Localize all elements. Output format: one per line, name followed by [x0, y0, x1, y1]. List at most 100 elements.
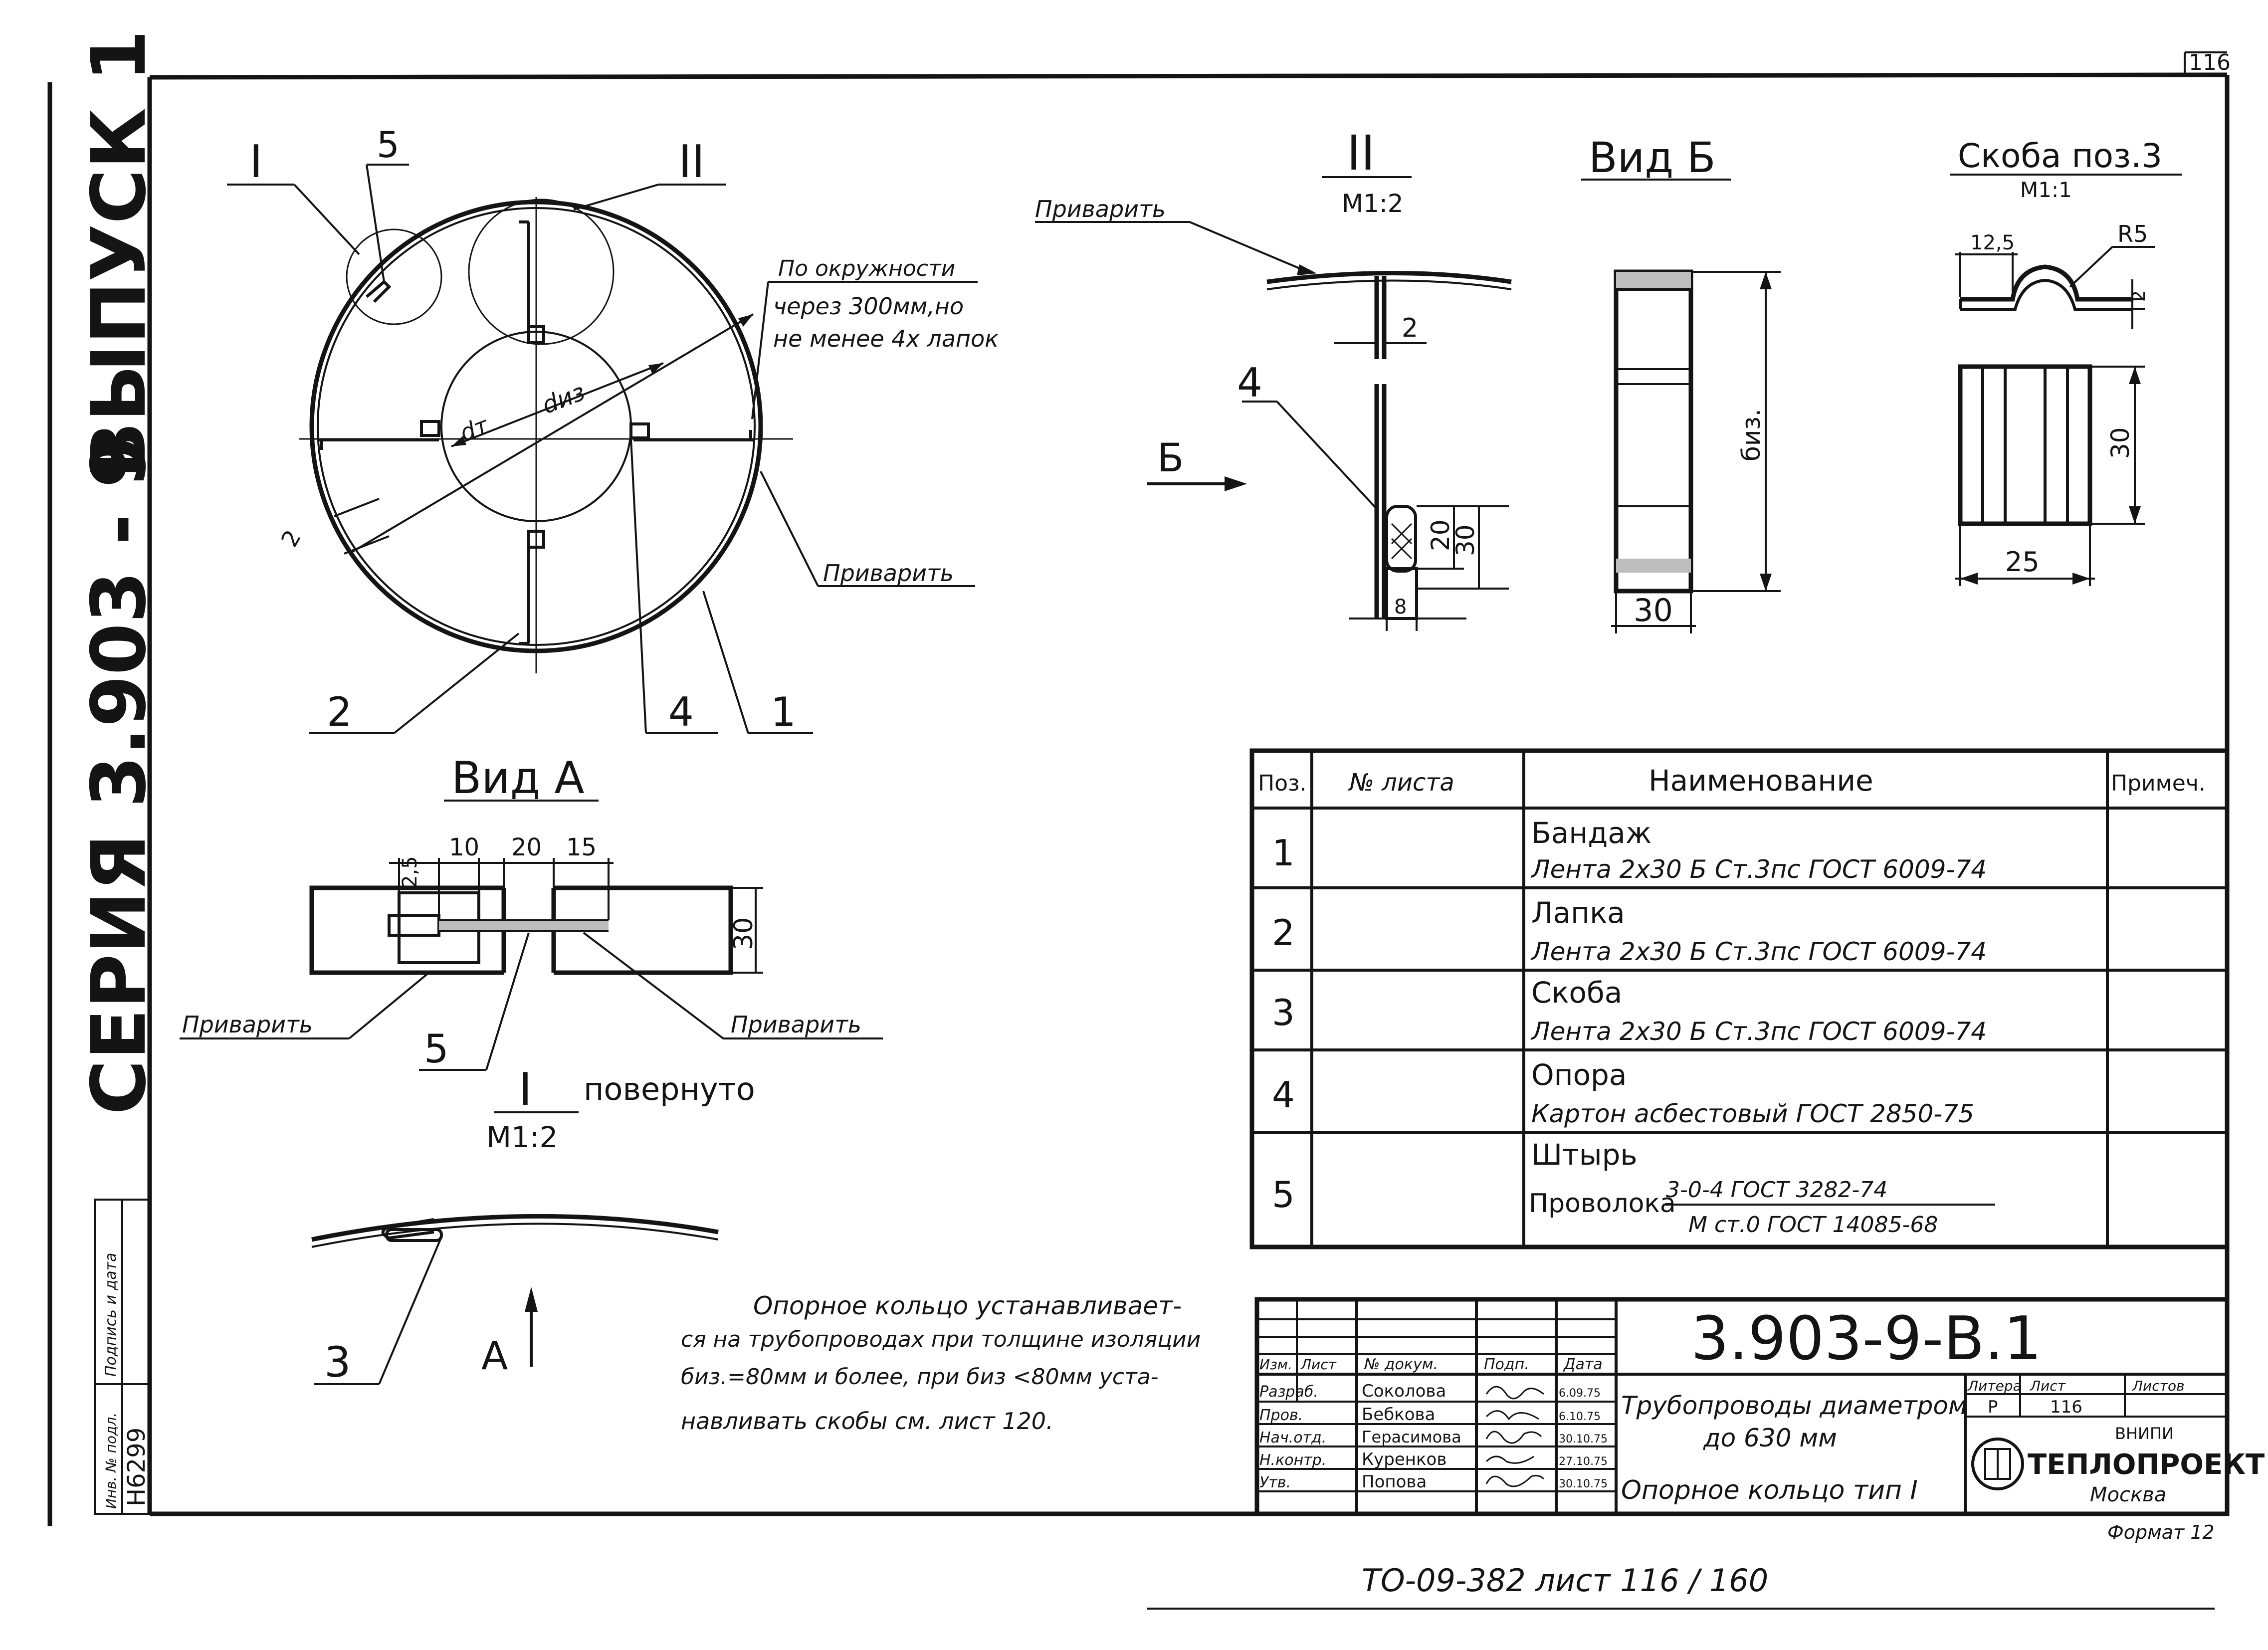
tb-head-izm: Изм.	[1259, 1356, 1292, 1373]
ring-pos-4: 4	[668, 689, 694, 735]
ring-note-line1: По окружности	[778, 256, 955, 281]
note-line1: Опорное кольцо устанавливает-	[753, 1291, 1182, 1320]
spec-row-1-pos: 1	[1272, 832, 1295, 874]
bracket-title: Скоба поз.3	[1958, 137, 2162, 175]
tb-role-5: Утв.	[1259, 1474, 1291, 1491]
tb-org-top: ВНИПИ	[2115, 1424, 2174, 1443]
title-block: Литера Лист Листов Р 116 Изм. Лист № док…	[1254, 1297, 2265, 1516]
tb-role-3: Нач.отд.	[1259, 1429, 1326, 1446]
view-B: Вид Б биз. 30	[1581, 133, 1781, 633]
view-A-pos-5: 5	[424, 1027, 449, 1072]
detail-I-scale: М1:2	[486, 1120, 558, 1154]
tb-name-line3: Опорное кольцо тип I	[1621, 1475, 1918, 1505]
tb-city: Москва	[2090, 1483, 2166, 1506]
spec-row-3-pos: 3	[1272, 992, 1295, 1033]
detail-II-dim-20: 20	[1426, 519, 1455, 551]
tb-org: ТЕПЛОПРОЕКТ	[2028, 1448, 2265, 1481]
bracket-dim-R5: R5	[2117, 220, 2148, 247]
view-A-dim-30: 30	[729, 917, 759, 950]
installation-note: Опорное кольцо устанавливает- ся на труб…	[681, 1291, 1201, 1435]
tb-date-4: 27.10.75	[1559, 1455, 1608, 1468]
detail-II-weld: Приварить	[1035, 196, 1166, 222]
ring-note-line2: через 300мм,но	[773, 293, 964, 320]
spec-row-2-pos: 2	[1272, 912, 1295, 954]
tb-name-2: Бебкова	[1362, 1405, 1435, 1425]
tb-col-litera: Литера	[1967, 1378, 2022, 1394]
detail-II-dim-8: 8	[1394, 596, 1407, 619]
spec-header-sheet: № листа	[1348, 769, 1454, 797]
detail-II-scale: М1:2	[1342, 189, 1404, 218]
ring-weld-label: Приварить	[823, 560, 954, 587]
ring-pos-2: 2	[327, 689, 352, 735]
tb-litera: Р	[1988, 1397, 1998, 1417]
tb-role-2: Пров.	[1259, 1407, 1303, 1424]
spec-row-2-name: Лапка	[1531, 896, 1625, 930]
detail-I-title: I	[519, 1063, 532, 1116]
detail-II-arrow-B: Б	[1157, 436, 1184, 481]
ring-section-view: dиз dт 2 I 5 II По окружности через 300м…	[227, 124, 999, 735]
note-line4: навливать скобы см. лист 120.	[681, 1408, 1053, 1435]
tb-head-doc: № докум.	[1363, 1356, 1438, 1373]
view-B-dim-biz: биз.	[1737, 409, 1766, 461]
detail-I-pos-3: 3	[324, 1338, 351, 1387]
corner-sheet-number: 116	[2189, 50, 2231, 75]
spec-header-name: Наименование	[1649, 764, 1873, 798]
tb-head-date: Дата	[1563, 1356, 1603, 1373]
format-label: Формат 12	[2107, 1521, 2215, 1543]
detail-II-pos-4: 4	[1237, 360, 1262, 406]
spec-row-4-pos: 4	[1272, 1074, 1295, 1116]
tb-role-1: Разраб.	[1259, 1383, 1318, 1401]
bracket-dim-2: 2	[2129, 290, 2149, 302]
detail-II-title: II	[1347, 125, 1375, 181]
footer: Формат 12 ТО-09-382 лист 116 / 160	[1147, 1521, 2215, 1610]
spec-row-3-name: Скоба	[1531, 976, 1622, 1010]
tb-name-5: Попова	[1362, 1472, 1427, 1492]
tb-name-3: Герасимова	[1362, 1428, 1461, 1446]
ring-note-line3: не менее 4х лапок	[773, 325, 999, 352]
detail-I: I повернуто М1:2 3 А	[311, 1063, 755, 1387]
spec-row-1-material: Лента 2х30 Б Ст.3пс ГОСТ 6009-74	[1530, 855, 1987, 884]
spec-row-3-material: Лента 2х30 Б Ст.3пс ГОСТ 6009-74	[1530, 1017, 1987, 1046]
view-A-weld-left: Приварить	[182, 1011, 313, 1038]
ring-callout-II: II	[678, 136, 705, 188]
series-label: СЕРИЯ 3.903 - 9	[76, 436, 163, 1115]
ring-dim-2: 2	[276, 525, 306, 551]
bracket-dim-25: 25	[2005, 546, 2040, 578]
note-line3: биз.=80мм и более, при биз <80мм уста-	[681, 1364, 1159, 1390]
spec-row-5-material-prefix: Проволока	[1529, 1189, 1676, 1219]
tb-date-2: 6.10.75	[1559, 1411, 1601, 1423]
ring-callout-5: 5	[377, 124, 400, 166]
view-B-dim-30: 30	[1634, 592, 1673, 628]
bracket-detail: Скоба поз.3 М1:1 12,5 R5 2 30	[1950, 137, 2182, 586]
view-A-dim-15: 15	[566, 833, 597, 861]
tb-date-5: 30.10.75	[1559, 1478, 1608, 1490]
view-B-title: Вид Б	[1589, 133, 1716, 182]
spec-row-5-pos: 5	[1272, 1174, 1295, 1216]
spec-row-4-material: Картон асбестовый ГОСТ 2850-75	[1531, 1099, 1974, 1128]
spec-row-1-name: Бандаж	[1531, 816, 1651, 850]
tb-sheet: 116	[2050, 1397, 2082, 1417]
tb-head-list: Лист	[1300, 1356, 1337, 1373]
tb-name-1: Соколова	[1362, 1381, 1446, 1401]
spec-row-2-material: Лента 2х30 Б Ст.3пс ГОСТ 6009-74	[1530, 937, 1987, 966]
tb-role-4: Н.контр.	[1259, 1451, 1326, 1469]
stamp-inventory-number: H6299	[123, 1428, 151, 1506]
view-A-dim-20: 20	[511, 833, 542, 861]
detail-II-dim-30: 30	[1451, 524, 1480, 556]
spec-header-pos: Поз.	[1258, 771, 1306, 796]
spec-row-5-material-top: 3-0-4 ГОСТ 3282-74	[1666, 1177, 1887, 1203]
tb-name-line1: Трубопроводы диаметром	[1621, 1391, 1967, 1420]
detail-I-title-suffix: повернуто	[584, 1071, 755, 1107]
detail-I-arrow-A: А	[481, 1334, 508, 1379]
spec-row-4-name: Опора	[1531, 1058, 1627, 1092]
side-labels: СЕРИЯ 3.903 - 9 ВЫПУСК 1 Подпись и дата …	[76, 30, 163, 1515]
tb-name-4: Куренков	[1362, 1449, 1446, 1469]
view-A-dim-10: 10	[449, 833, 479, 861]
tb-date-1: 6.09.75	[1559, 1387, 1601, 1400]
sheet-frame: 116	[47, 50, 2231, 1526]
spec-row-5-name: Штырь	[1531, 1138, 1638, 1172]
tb-date-3: 30.10.75	[1559, 1433, 1608, 1445]
bracket-scale: М1:1	[2020, 178, 2072, 202]
detail-II: II М1:2 Приварить 2 4 Б	[1035, 125, 1512, 631]
